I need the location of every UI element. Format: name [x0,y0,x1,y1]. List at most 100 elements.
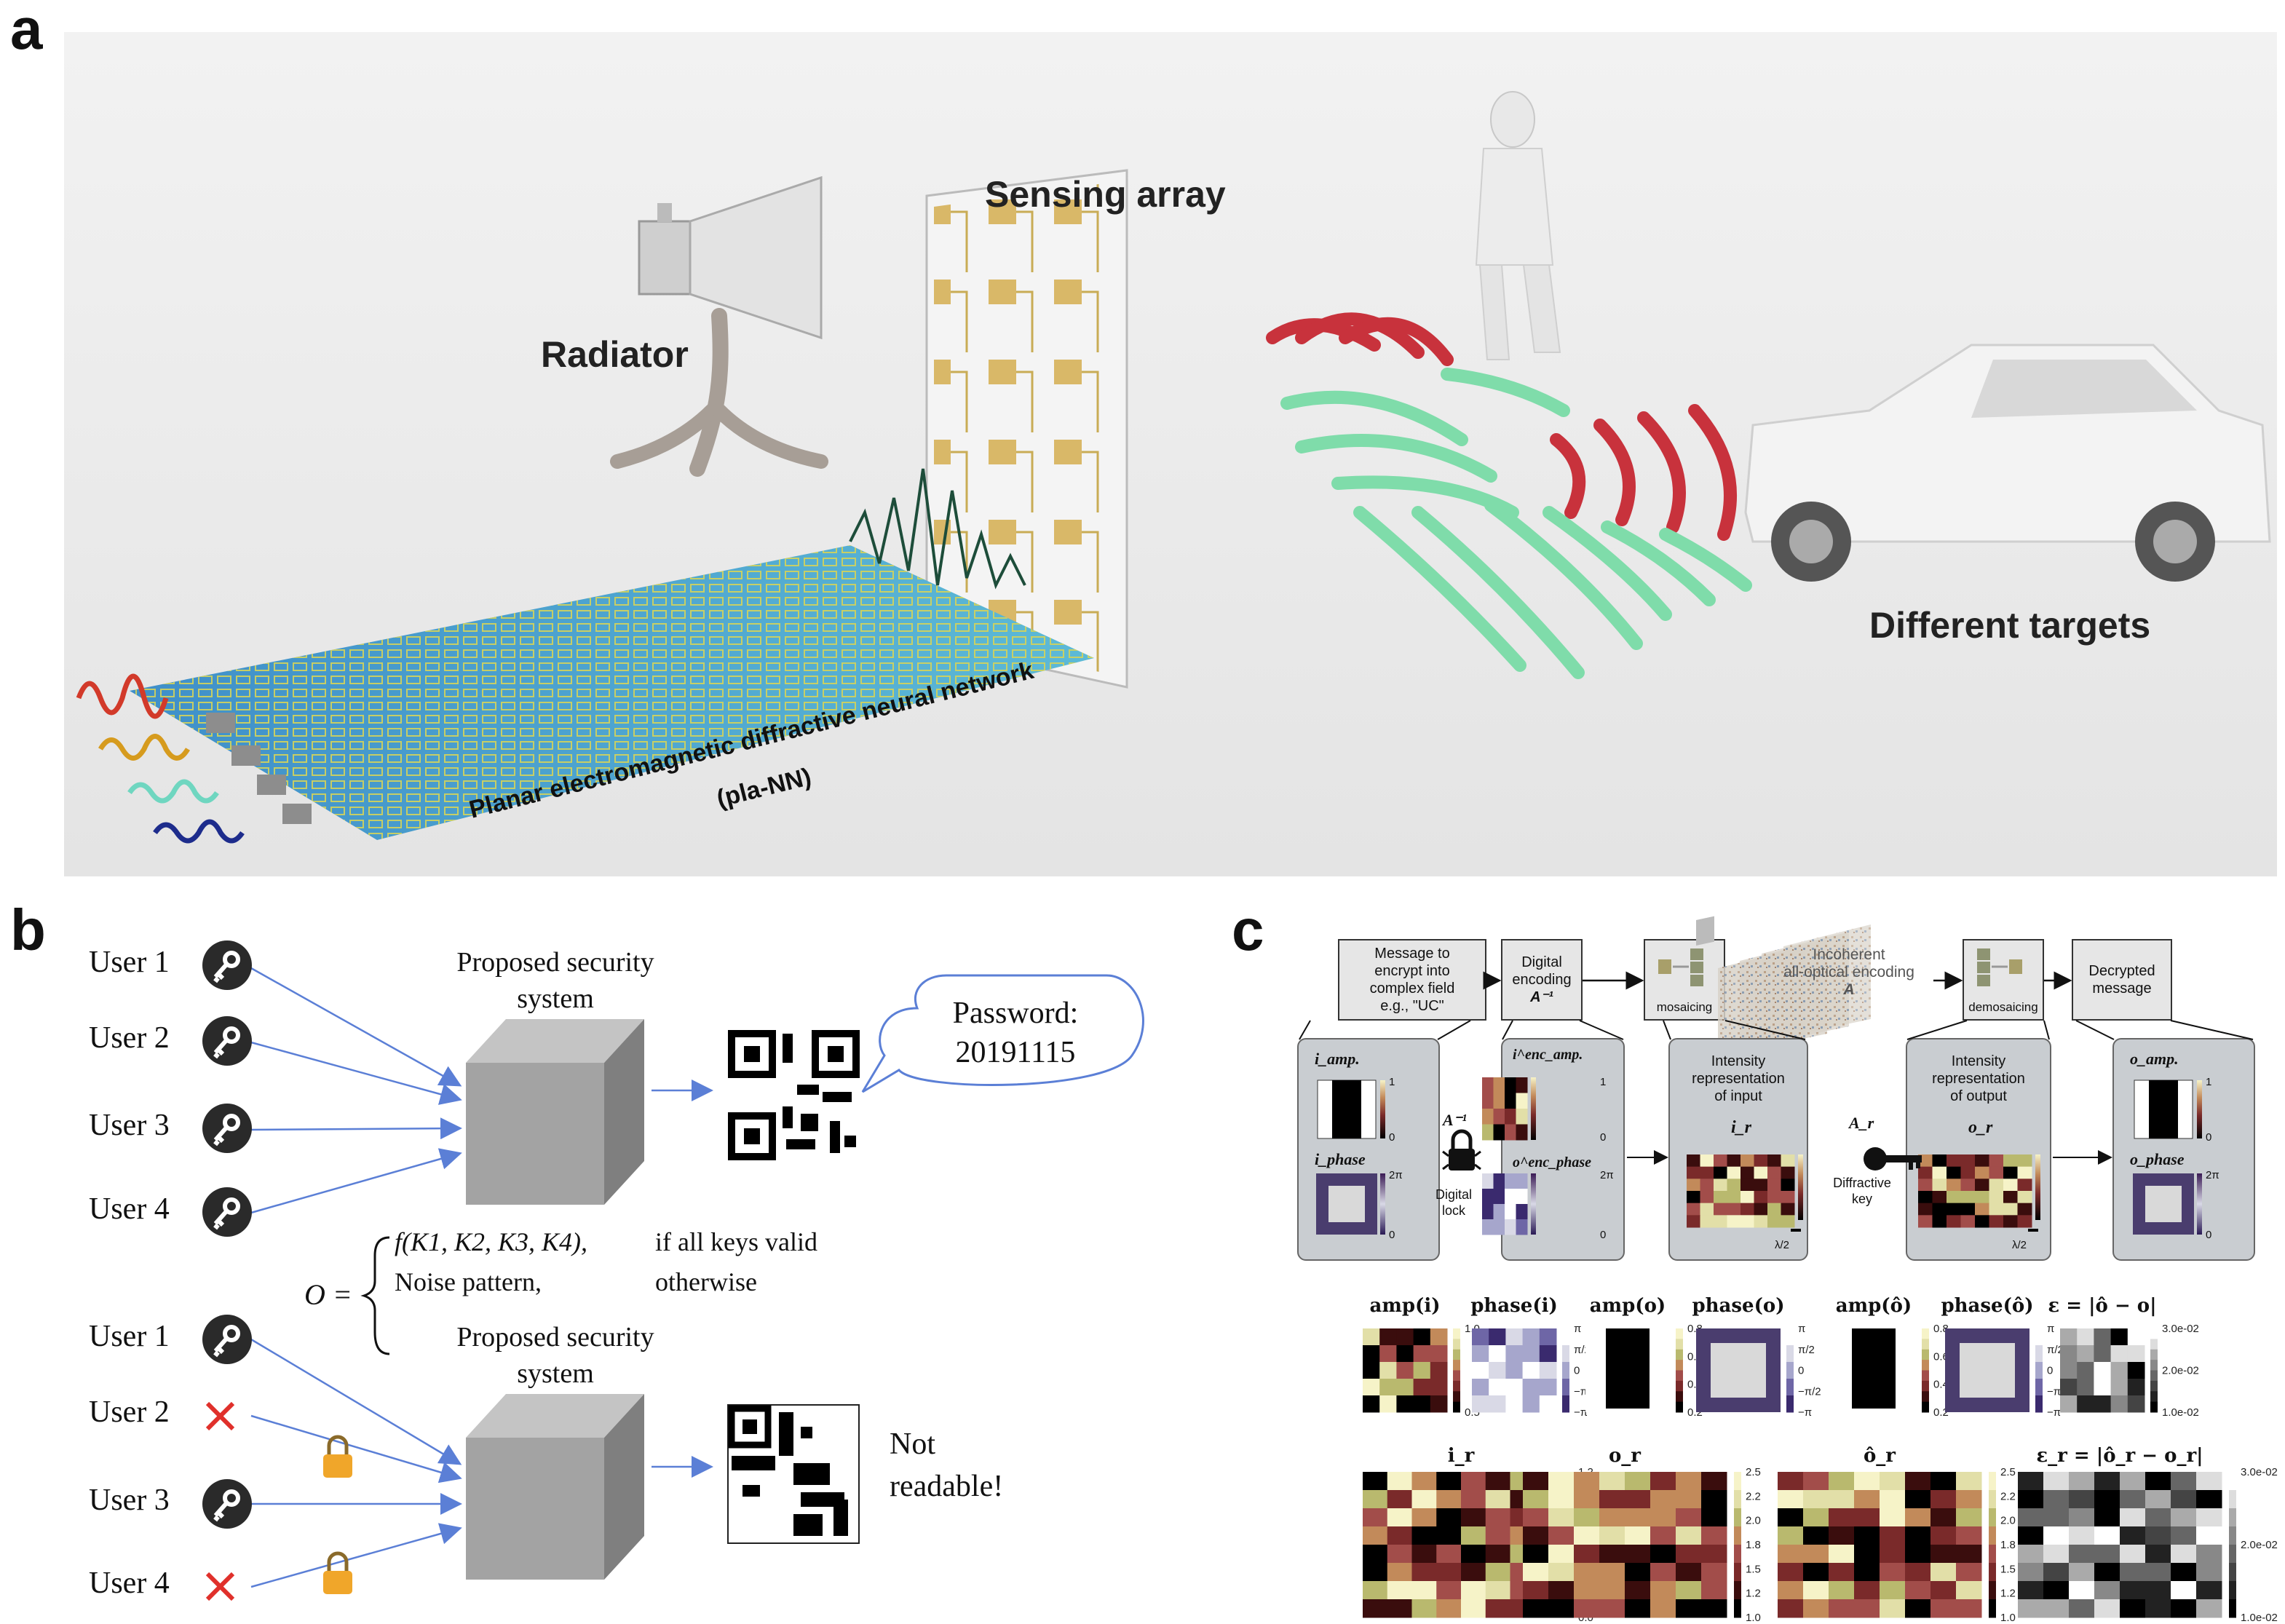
row1-map-0-cell [1396,1345,1414,1363]
message-line2: encrypt into [1374,963,1450,979]
row2-map-2-cell [1880,1472,1906,1491]
row2-map-3-cell [2145,1472,2171,1491]
row2-map-0-cell [1461,1545,1486,1564]
row2-title-1: o_r [1609,1445,1641,1467]
row2-map-3-cell [2018,1508,2044,1527]
row1-map-6-cell [2060,1328,2078,1346]
row1-map-6-cell [2094,1395,2112,1413]
ir-card-cells-cell [1700,1154,1714,1168]
row2-map-0-cell [1387,1472,1412,1491]
key-caption-line1: Diffractive [1833,1176,1891,1190]
row1-map-1-cell [1539,1345,1557,1363]
row1-map-6-cell [2110,1328,2128,1346]
row2-map-3-cell [2120,1508,2146,1527]
row2-map-1-cell [1599,1490,1625,1509]
row1-map-1-cell [1489,1362,1506,1379]
enc-phase-cells-cell [1493,1189,1505,1205]
enc-phase-cells-cell [1516,1219,1528,1235]
row2-map-1-cell [1650,1581,1676,1600]
row2-map-3-cell [2069,1490,2095,1509]
i-phase-tick-min: 0 [1389,1229,1395,1241]
row2-map-1-cell [1599,1526,1625,1545]
row1-colorbar-3-tick: −π [1798,1406,1812,1419]
row2-colorbar-1-tick: 2.5 [1746,1466,1761,1478]
row1-colorbar-1-segment [1562,1345,1569,1363]
row2-map-3-cell [2069,1526,2095,1545]
row2-map-3-cell [2018,1599,2044,1618]
row2-map-3-cell [2120,1545,2146,1564]
enc-phase-cells [1482,1173,1528,1235]
row1-map-6-cell [2110,1395,2128,1413]
row2-map-0-cell [1387,1563,1412,1582]
row2-map-3-cell [2069,1545,2095,1564]
bottom-user3-key-icon [202,1479,252,1529]
row2-map-3-cell [2145,1545,2171,1564]
row1-title-6: ε = |ô − o| [2048,1295,2156,1317]
row2-map-2-cell [1930,1490,1957,1509]
row2-map-2-cell [1880,1490,1906,1509]
enc-amp-label: i^enc_amp. [1513,1047,1583,1063]
row2-map-3-cell [2094,1490,2120,1509]
row2-map-3-cell [2196,1526,2222,1545]
decrypted-line2: message [2092,981,2152,997]
or-card-cells-cell [2003,1215,2018,1228]
top-user4-label: User 4 [89,1192,170,1226]
security-system-cube-bottom [466,1394,644,1580]
ir-card-cells [1687,1154,1795,1228]
i-r-label: i_r [1731,1118,1752,1137]
row2-map-3-cell [2145,1599,2171,1618]
row2-map-2-cell [1829,1563,1855,1582]
row2-map-3-cell [2043,1490,2070,1509]
row2-map-1-cell [1701,1581,1727,1600]
row1-map-6-cell [2060,1395,2078,1413]
or-card-cells-cell [1947,1166,1961,1179]
i-amp-tick-max: 1 [1389,1076,1395,1088]
row2-map-1-cell [1676,1563,1702,1582]
row1-map-0-cell [1430,1345,1448,1363]
row2-map-2-cell [1880,1508,1906,1527]
row2-map-3-cell [2069,1563,2095,1582]
row2-map-3-cell [2120,1563,2146,1582]
row2-map-3-cell [2069,1472,2095,1491]
or-card-cells-cell [1947,1154,1961,1168]
row1-colorbar-5-segment [2035,1345,2043,1363]
row2-map-0-cell [1436,1545,1462,1564]
row2-colorbar-1-segment [1734,1599,1741,1618]
row2-map-0-cell [1363,1599,1388,1618]
ir-card-cells-cell [1687,1215,1700,1228]
demosaicing-label: demosaicing [1968,1000,2038,1014]
intensity-input-line2: representation [1692,1071,1785,1087]
row1-map-6-cell [2110,1345,2128,1363]
scattered-waves [1266,312,1752,679]
row2-colorbar-1-segment [1734,1526,1741,1545]
row2-map-0-cell [1411,1490,1437,1509]
row1-colorbar-3-tick: −π/2 [1798,1385,1821,1398]
enc-phase-cells-cell [1493,1219,1505,1235]
or-card-cells-cell [2003,1166,2018,1179]
row2-map-1-cell [1701,1545,1727,1564]
row2-map-2-cell [1829,1472,1855,1491]
security-system-cube-top [466,1019,644,1205]
row2-map-1-cell [1548,1599,1575,1618]
or-card-cells-cell [1918,1166,1933,1179]
enc-amp-cells-cell [1505,1093,1516,1109]
bottom-user4-cross-icon [205,1572,235,1601]
ir-card-cells-cell [1767,1166,1781,1179]
message-line4: e.g., "UC" [1380,998,1444,1014]
row1-colorbar-6-segment [2150,1339,2158,1350]
row2-map-3-cell [2171,1545,2197,1564]
row2-map-2-cell [1778,1545,1804,1564]
row1-map-6-cell [2110,1362,2128,1379]
row2-map-2-cell [1905,1472,1931,1491]
row1-colorbar-3-segment [1786,1362,1794,1379]
row1-map-6 [2060,1328,2145,1413]
row2-map-1-cell [1650,1526,1676,1545]
row2-map-0-cell [1411,1545,1437,1564]
row1-map-1-cell [1472,1362,1489,1379]
row2-map-2-cell [1905,1508,1931,1527]
row2-colorbar-3-tick: 3.0e-02 [2241,1466,2278,1478]
or-card-cells-cell [1960,1215,1976,1228]
row2-map-1-cell [1574,1490,1600,1509]
row2-colorbar-2-tick: 1.2 [2000,1588,2016,1600]
or-card-cells-cell [1960,1154,1976,1168]
